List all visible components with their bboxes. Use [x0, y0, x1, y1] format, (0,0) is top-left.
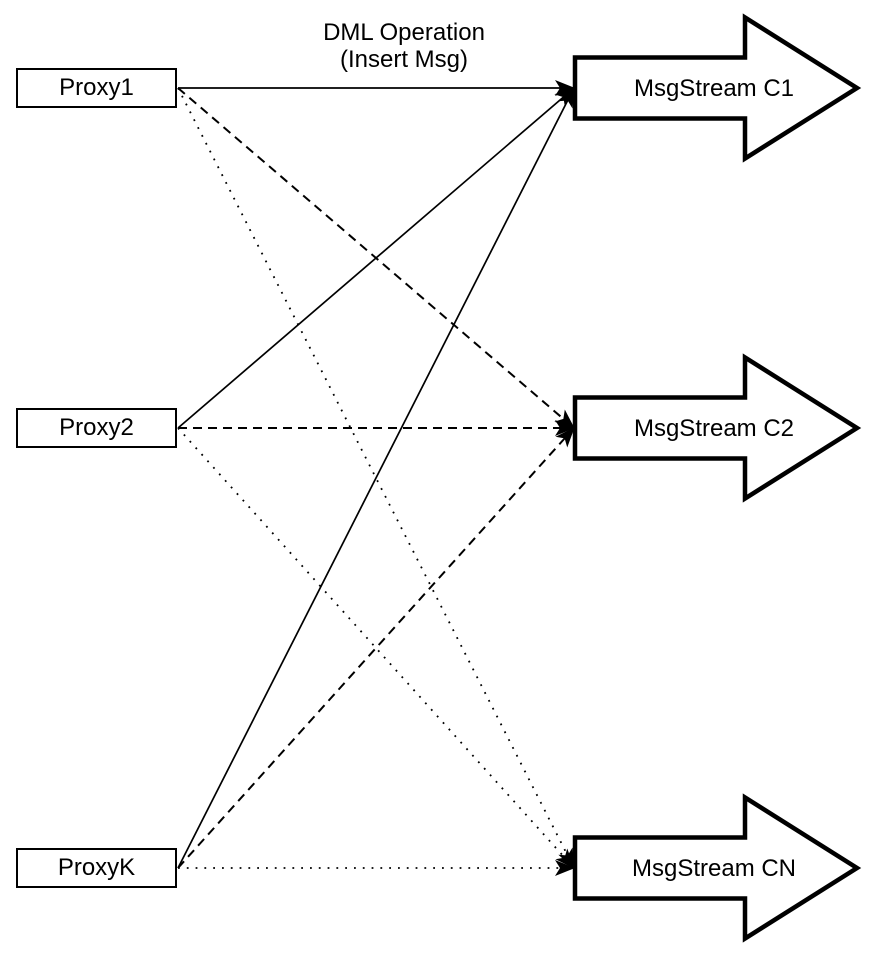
edge-proxy2-c1: [177, 87, 575, 429]
proxy-node-proxyk: ProxyK: [16, 848, 177, 888]
edge-proxy2-cn: [177, 427, 575, 869]
edge-proxyk-c2: [177, 427, 575, 869]
stream-label-c2: MsgStream C2: [634, 415, 794, 442]
edges-layer: [177, 80, 575, 876]
proxy-label-proxy1: Proxy1: [59, 74, 134, 101]
dml-operation-line1: DML Operation: [323, 19, 485, 46]
edge-proxyk-c1: [177, 87, 575, 869]
dml-operation-label: DML Operation (Insert Msg): [294, 19, 514, 73]
stream-arrow-c2: [572, 353, 862, 503]
proxy-node-proxy2: Proxy2: [16, 408, 177, 448]
stream-arrow-cn: [572, 793, 862, 943]
dml-operation-line2: (Insert Msg): [339, 46, 468, 73]
proxy-node-proxy1: Proxy1: [16, 68, 177, 108]
stream-label-cn: MsgStream CN: [632, 855, 796, 882]
streams-layer: MsgStream C1 MsgStream C2 MsgStream CN: [572, 13, 862, 943]
stream-label-c1: MsgStream C1: [634, 75, 794, 102]
stream-arrow-c1: [572, 13, 862, 163]
proxy-label-proxyk: ProxyK: [57, 854, 136, 881]
proxy-label-proxy2: Proxy2: [59, 414, 134, 441]
